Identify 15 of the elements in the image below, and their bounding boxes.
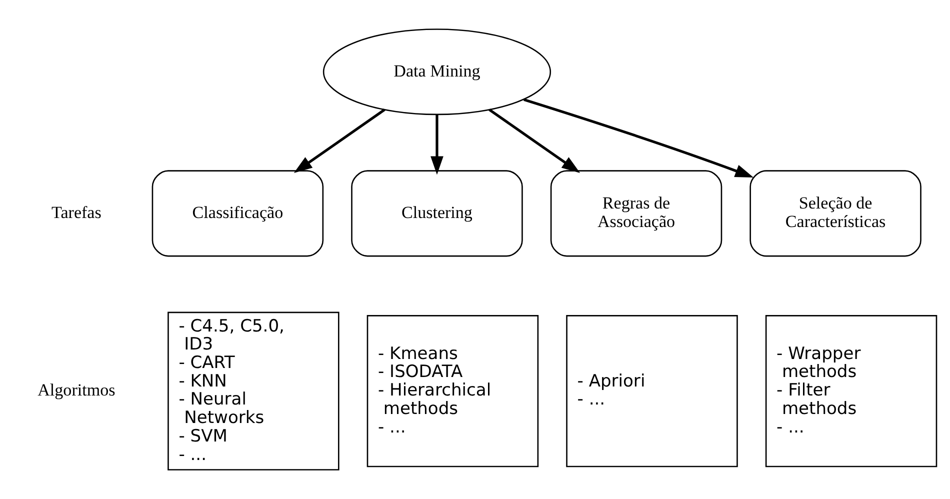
node-box: Classificação [152, 170, 324, 257]
node-box: Seleção de Características [750, 170, 922, 257]
node-box: Regras de Associação [550, 170, 722, 257]
node-box: - Kmeans - ISODATA - Hierarchical methods - ... [366, 315, 539, 468]
node-box: Clustering [351, 170, 523, 257]
node-box: - C4.5, C5.0, ID3 - CART - KNN - Neural Networks - SVM - ... [168, 312, 340, 470]
arrow [488, 108, 580, 173]
node-ellipse: Data Mining [322, 28, 552, 116]
label: Tarefas [52, 202, 102, 222]
label: Algoritmos [38, 380, 116, 400]
node-box: - Apriori - ... [566, 315, 738, 468]
node-box: - Wrapper methods - Filter methods - ... [765, 315, 938, 468]
arrow [524, 98, 754, 178]
arrow [294, 108, 386, 173]
arrow [430, 114, 444, 175]
